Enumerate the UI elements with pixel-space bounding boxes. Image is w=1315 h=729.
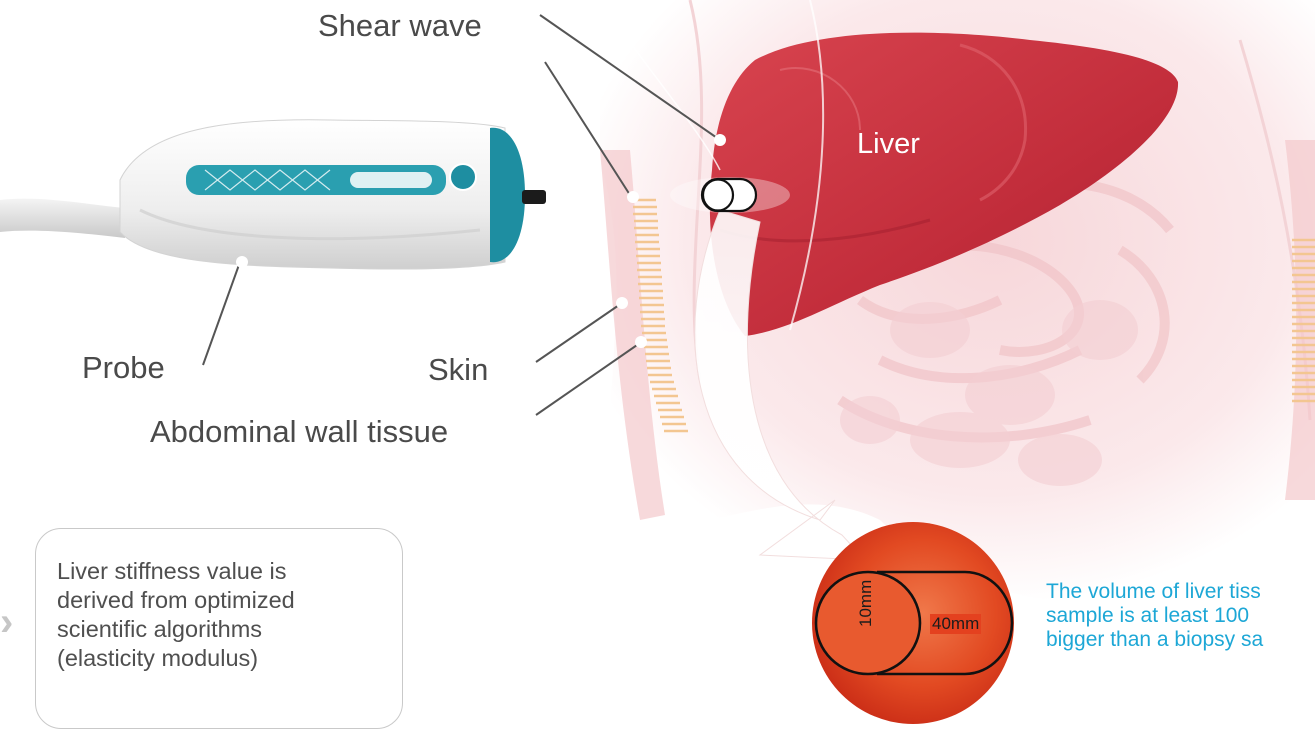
- info-line: bigger than a biopsy sa: [1046, 628, 1315, 652]
- chevron-right-icon: ›: [0, 600, 13, 645]
- sample-length-label: 40mm: [930, 614, 981, 634]
- probe-label: Probe: [82, 350, 165, 386]
- probe-device: [0, 120, 546, 269]
- liver-label: Liver: [857, 128, 920, 161]
- note-line: derived from optimized: [57, 586, 377, 615]
- note-line: Liver stiffness value is: [57, 557, 377, 586]
- shear-wave-label: Shear wave: [318, 8, 482, 44]
- note-line: scientific algorithms: [57, 615, 377, 644]
- abdominal-wall-label: Abdominal wall tissue: [150, 414, 448, 450]
- tissue-sample-sphere: [812, 522, 1014, 724]
- info-line: The volume of liver tiss: [1046, 580, 1315, 604]
- measurement-cylinder-icon: [702, 179, 756, 211]
- sample-diameter-label: 10mm: [856, 578, 876, 629]
- info-line: sample is at least 100: [1046, 604, 1315, 628]
- volume-info-text: The volume of liver tiss sample is at le…: [1046, 580, 1315, 652]
- skin-label: Skin: [428, 352, 488, 388]
- note-line: (elasticity modulus): [57, 644, 377, 673]
- info-note-text: Liver stiffness value is derived from op…: [57, 557, 377, 673]
